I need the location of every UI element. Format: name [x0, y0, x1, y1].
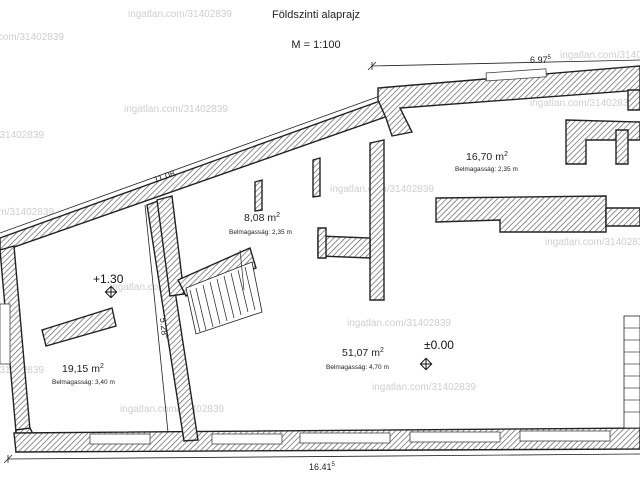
room-label: 19,15 m2 Belmagasság: 3,40 m [52, 363, 115, 386]
watermark: ingatlan.com/31402839 [347, 318, 451, 329]
watermark: ingatlan.com/31402839 [530, 98, 634, 109]
room-area: 51,07 m2 [342, 347, 384, 359]
watermark: ingatlan.com/31402839 [545, 237, 640, 248]
room-label: 8,08 m2 Belmagasság: 2,35 m [229, 212, 292, 236]
level-center: ±0.00 [424, 338, 454, 352]
room-label: 51,07 m2 Belmagasság: 4,70 m [326, 347, 389, 371]
watermark: ingatlan.com/31402839 [0, 130, 44, 141]
walls [0, 65, 640, 453]
level-left: +1.30 [93, 272, 124, 286]
watermark: ingatlan.com/31402839 [560, 50, 640, 61]
room-area: 19,15 m2 [62, 363, 104, 375]
watermark: ingatlan.com/31402839 [124, 104, 228, 115]
room-label: 16,70 m2 Belmagasság: 2,35 m [455, 151, 518, 173]
watermark: ingatlan.com/31402839 [372, 382, 476, 393]
room-area: 8,08 m2 [244, 212, 280, 224]
watermark: ingatlan.com/31402839 [0, 32, 64, 43]
room-height: Belmagasság: 2,35 m [229, 229, 292, 236]
room-height: Belmagasság: 2,35 m [455, 166, 518, 173]
dimension-top-right: 6.975 [530, 55, 552, 65]
right-edge-stair [623, 315, 640, 429]
level-marker-icon [104, 285, 118, 299]
dimension-bottom: 16.415 [309, 462, 336, 472]
windows [0, 68, 611, 445]
drawing-scale: M = 1:100 [291, 39, 340, 51]
watermark: ingatlan.com/31402839 [128, 9, 232, 20]
staircase [185, 249, 263, 335]
watermark: ingatlan.com/31402839 [0, 207, 54, 218]
dimension-lines [0, 59, 640, 464]
drawing-title: Földszinti alaprajz [272, 9, 360, 21]
watermark: ingatlan.com/31402839 [120, 404, 224, 415]
room-height: Belmagasság: 3,40 m [52, 379, 115, 386]
room-area: 16,70 m2 [466, 151, 508, 163]
room-height: Belmagasság: 4,70 m [326, 364, 389, 371]
level-marker-icon [419, 357, 433, 371]
